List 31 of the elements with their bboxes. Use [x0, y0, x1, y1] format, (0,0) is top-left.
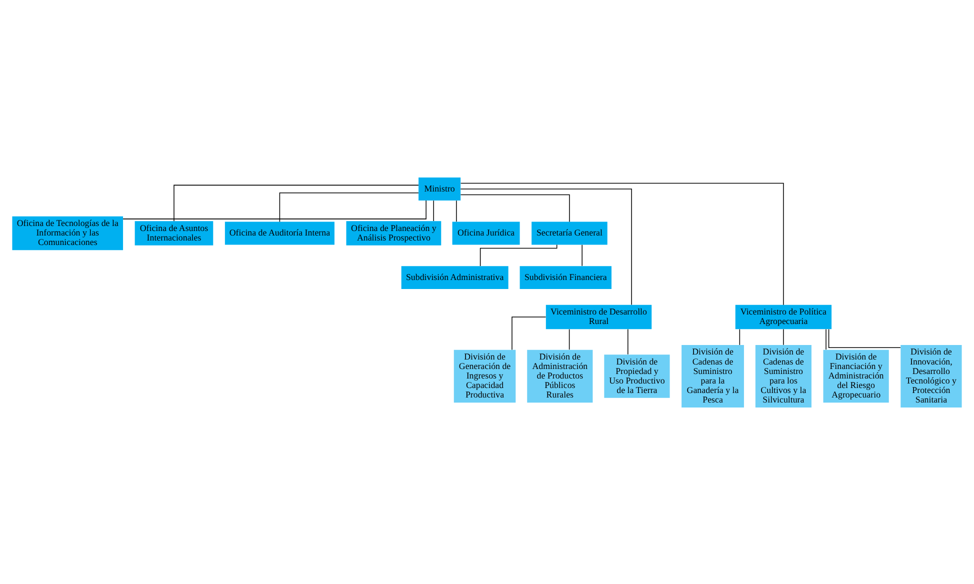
- node-box: Oficina Jurídica: [452, 221, 520, 244]
- connector: [512, 316, 546, 350]
- connector: [460, 194, 570, 222]
- node-box: Subdivisión Financiera: [520, 266, 612, 288]
- connector: [460, 182, 784, 305]
- connector: [456, 200, 457, 222]
- node-box: División de Administración de Productos Públicos Rurales: [527, 349, 593, 402]
- node-box: División de Cadenas de Suministro para los Cultivos y la Silvicultura: [755, 344, 812, 407]
- node-box: Oficina de Auditoría Interna: [224, 221, 334, 244]
- node-box: División de Propiedad y Uso Productivo de la Tierra: [604, 354, 670, 398]
- connector: [739, 328, 740, 345]
- connector: [279, 192, 419, 222]
- node-box: Oficina de Asuntos Internacionales: [134, 220, 214, 245]
- connector: [568, 328, 570, 350]
- node-box: Oficina de Tecnologías de la Información y las Comunicaciones: [12, 216, 124, 250]
- connector: [174, 184, 419, 222]
- node-box: Viceministro de Política Agropecuaria: [735, 304, 832, 329]
- node-box: Subdivisión Administrativa: [401, 266, 508, 288]
- node-box: Ministro: [418, 177, 461, 200]
- node-box: División de Cadenas de Suministro para la Ganadería y la Pesca: [682, 344, 744, 407]
- node-box: Secretaría General: [532, 221, 608, 244]
- connector: [783, 328, 784, 345]
- connector: [828, 328, 901, 348]
- node-box: Viceministro de Desarrollo Rural: [546, 304, 652, 329]
- connector: [122, 200, 426, 219]
- node-box: Oficina de Planeación y Análisis Prospectivo: [346, 220, 442, 245]
- node-box: División de Innovación, Desarrollo Tecnológico y Protección Sanitaria: [900, 344, 962, 407]
- node-box: División de Generación de Ingresos y Capacidad Productiva: [454, 349, 516, 402]
- connector: [460, 188, 632, 305]
- connector: [433, 200, 434, 221]
- node-box: División de Financiación y Administración del Riesgo Agropecuario: [823, 349, 889, 402]
